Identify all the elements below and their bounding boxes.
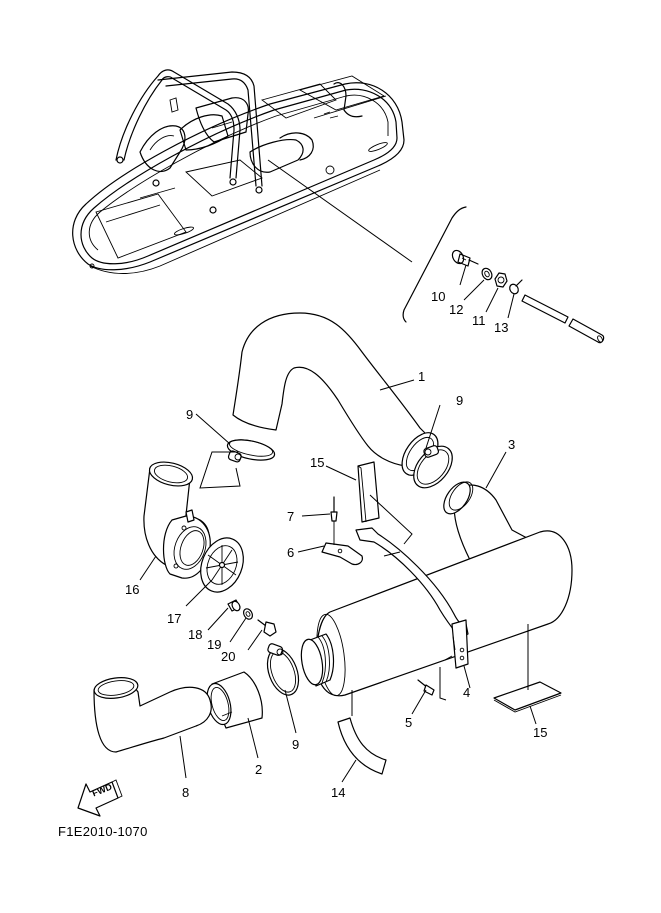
part-label-10: 10 [431, 289, 446, 304]
hose-tube [521, 294, 605, 344]
damper-pad-15-lower [493, 681, 562, 713]
part-label-17: 17 [167, 611, 182, 626]
part-label-16: 16 [125, 582, 140, 597]
bolt-20 [257, 619, 277, 637]
rivet-5 [417, 679, 435, 696]
part-label-20: 20 [221, 649, 236, 664]
part-label-11: 11 [472, 313, 486, 328]
detail-bracket [402, 206, 467, 323]
damper-14 [337, 717, 387, 775]
joint-sleeve-2 [206, 671, 263, 729]
part-label-9-lower: 9 [292, 737, 300, 752]
washer-19 [242, 608, 254, 620]
leader-lines [139, 264, 537, 783]
part-label-6: 6 [287, 545, 295, 560]
part-label-7: 7 [287, 509, 295, 524]
part-label-15-lower: 15 [533, 725, 548, 740]
part-label-9-upper-left: 9 [186, 407, 194, 422]
cover-17 [200, 537, 244, 593]
part-label-8: 8 [182, 785, 190, 800]
part-label-12: 12 [449, 302, 464, 317]
nut-11 [494, 272, 508, 288]
boat-detail-leader [267, 159, 413, 263]
hose-clip-13 [509, 279, 523, 295]
collar-18 [227, 599, 241, 612]
fwd-arrow-icon [77, 779, 123, 817]
part-label-1: 1 [418, 369, 426, 384]
water-lock-16 [143, 461, 211, 579]
clip-6 [321, 542, 363, 566]
part-label-19: 19 [207, 637, 222, 652]
washer-12 [481, 267, 493, 281]
rivet-7 [330, 496, 338, 545]
part-label-15-upper: 15 [310, 455, 325, 470]
part-label-2: 2 [255, 762, 263, 777]
muffler-band [355, 527, 469, 669]
boat-illustration [72, 69, 405, 274]
part-label-5: 5 [405, 715, 413, 730]
hose-clamp-9-upper-right [413, 445, 453, 489]
hose-clamp-9-lower [266, 643, 300, 696]
part-label-3: 3 [508, 437, 516, 452]
damper-pad-15-upper [357, 461, 380, 523]
part-label-4: 4 [463, 685, 471, 700]
fitting-10 [451, 249, 479, 267]
part-label-14: 14 [331, 785, 346, 800]
part-label-9-upper-right: 9 [456, 393, 464, 408]
part-label-18: 18 [188, 627, 203, 642]
diagram-code: F1E2010-1070 [58, 824, 148, 839]
part-label-13: 13 [494, 320, 509, 335]
hose-clamp-9-upper-left [226, 439, 276, 463]
exhaust-hose-lower [93, 677, 212, 753]
